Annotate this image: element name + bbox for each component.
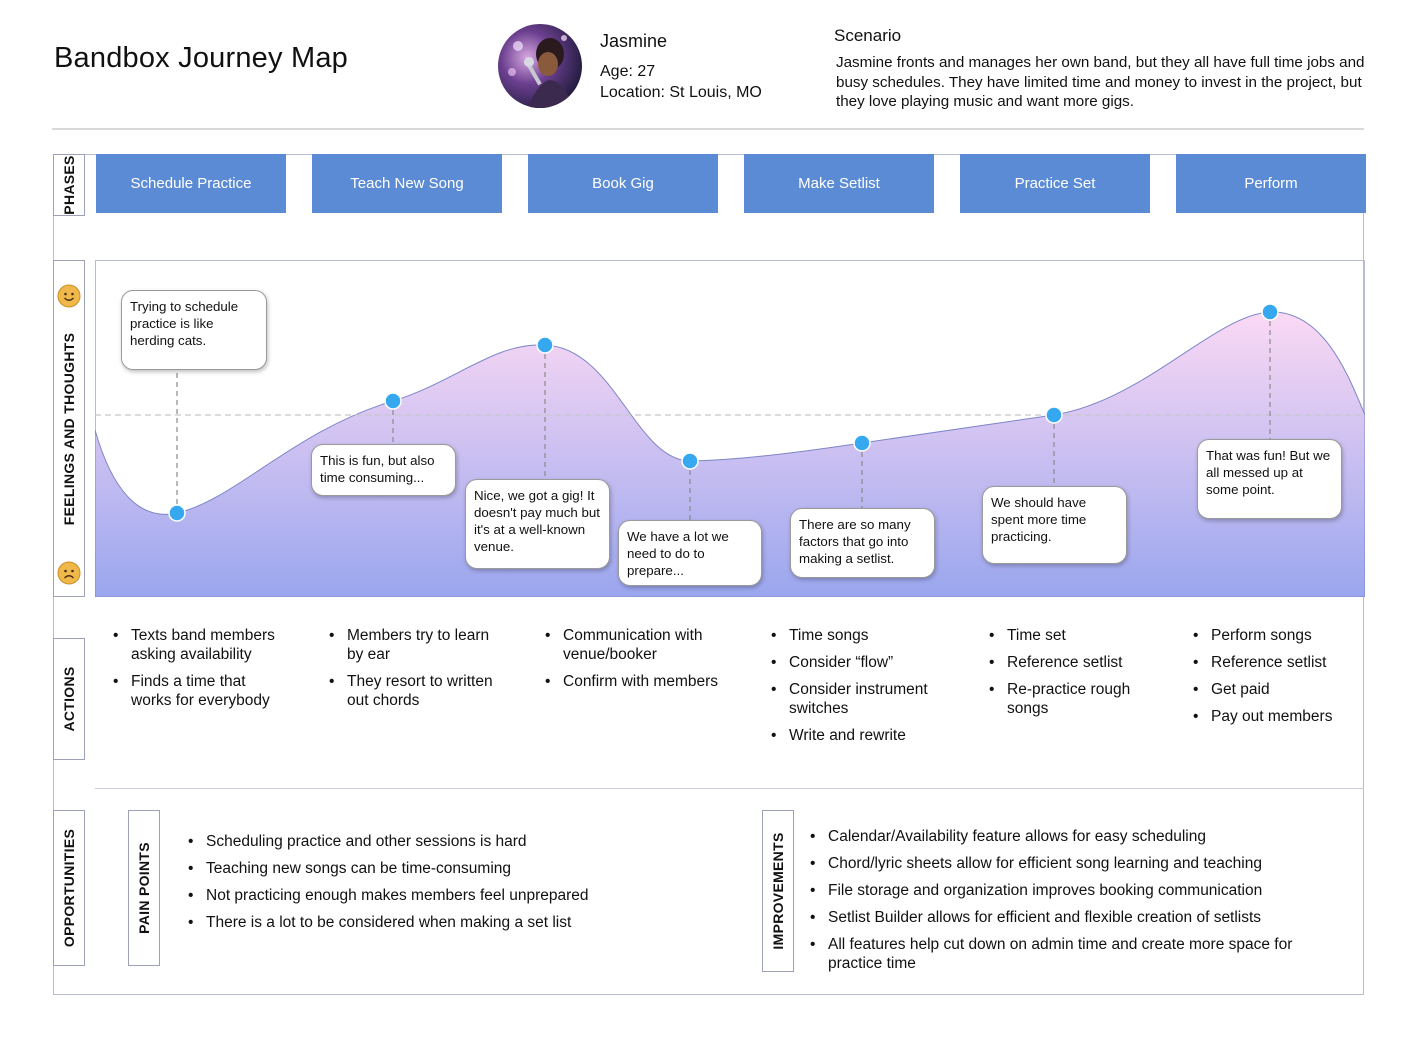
scenario-text: Jasmine fronts and manages her own band,… xyxy=(836,54,1365,110)
row-label-phases-text: PHASES xyxy=(61,155,77,215)
emotion-points xyxy=(168,303,1279,522)
sub-label-improvements-text: IMPROVEMENTS xyxy=(770,832,786,950)
persona-location: Location: St Louis, MO xyxy=(600,84,762,101)
action-item: Reference setlist xyxy=(989,653,1159,672)
action-item: Time set xyxy=(989,626,1159,645)
sub-label-pain-points-text: PAIN POINTS xyxy=(136,842,152,934)
phase-perform: Perform xyxy=(1176,154,1366,213)
phase-teach-new-song: Teach New Song xyxy=(312,154,502,213)
action-item: Time songs xyxy=(771,626,941,645)
row-label-opportunities: OPPORTUNITIES xyxy=(53,810,85,966)
action-item: Perform songs xyxy=(1193,626,1363,645)
connector-lines xyxy=(176,312,1271,522)
emotion-point-1 xyxy=(168,504,186,522)
actions-list-perform: Perform songs Reference setlist Get paid… xyxy=(1193,626,1363,734)
emotion-point-6 xyxy=(1045,406,1063,424)
actions-list-make-setlist: Time songs Consider “flow” Consider inst… xyxy=(771,626,941,753)
emotion-point-3 xyxy=(536,336,554,354)
sub-label-pain-points: PAIN POINTS xyxy=(128,810,160,966)
action-item: Communication with venue/booker xyxy=(545,626,725,664)
action-item: Reference setlist xyxy=(1193,653,1363,672)
action-item: Re-practice rough songs xyxy=(989,680,1159,718)
pain-point-item: Not practicing enough makes members feel… xyxy=(184,886,744,905)
action-item: Pay out members xyxy=(1193,707,1363,726)
row-label-feelings-text: FEELINGS AND THOUGHTS xyxy=(61,332,77,525)
smiling-face-icon xyxy=(57,284,81,308)
action-item: Consider “flow” xyxy=(771,653,941,672)
action-item: Consider instrument switches xyxy=(771,680,941,718)
thought-bubble-4: We have a lot we need to do to prepare..… xyxy=(618,520,762,586)
emotion-point-2 xyxy=(384,392,402,410)
improvement-item: Calendar/Availability feature allows for… xyxy=(806,827,1296,846)
improvement-item: Chord/lyric sheets allow for efficient s… xyxy=(806,854,1296,873)
thought-bubble-3: Nice, we got a gig! It doesn't pay much … xyxy=(465,479,610,569)
frowning-face-icon xyxy=(57,561,81,585)
row-label-actions: ACTIONS xyxy=(53,638,85,760)
phase-book-gig: Book Gig xyxy=(528,154,718,213)
pain-point-item: Scheduling practice and other sessions i… xyxy=(184,832,744,851)
pain-point-item: Teaching new songs can be time-consuming xyxy=(184,859,744,878)
thought-bubble-5: There are so many factors that go into m… xyxy=(790,508,935,578)
actions-list-practice-set: Time set Reference setlist Re-practice r… xyxy=(989,626,1159,726)
thought-bubble-6: We should have spent more time practicin… xyxy=(982,486,1127,564)
row-label-phases: PHASES xyxy=(53,154,85,216)
row-label-opportunities-text: OPPORTUNITIES xyxy=(61,828,77,948)
phase-practice-set: Practice Set xyxy=(960,154,1150,213)
actions-list-book-gig: Communication with venue/booker Confirm … xyxy=(545,626,725,699)
persona-age: Age: 27 xyxy=(600,63,656,80)
persona-avatar xyxy=(498,24,582,108)
thought-bubble-7: That was fun! But we all messed up at so… xyxy=(1197,439,1342,519)
phase-make-setlist: Make Setlist xyxy=(744,154,934,213)
page-title: Bandbox Journey Map xyxy=(54,42,348,74)
action-item: Write and rewrite xyxy=(771,726,941,745)
action-item: Members try to learn by ear xyxy=(329,626,499,664)
section-divider xyxy=(95,788,1364,789)
improvement-item: File storage and organization improves b… xyxy=(806,881,1296,900)
thought-bubble-1: Trying to schedule practice is like herd… xyxy=(121,290,267,370)
action-item: Texts band members asking availability xyxy=(113,626,283,664)
persona-name: Jasmine xyxy=(600,31,668,51)
row-label-actions-text: ACTIONS xyxy=(61,666,77,732)
header-divider xyxy=(52,128,1364,130)
pain-points-list: Scheduling practice and other sessions i… xyxy=(184,832,744,940)
actions-list-teach-new-song: Members try to learn by ear They resort … xyxy=(329,626,499,718)
actions-list-schedule-practice: Texts band members asking availability F… xyxy=(113,626,283,718)
improvement-item: All features help cut down on admin time… xyxy=(806,935,1296,973)
phase-schedule-practice: Schedule Practice xyxy=(96,154,286,213)
row-label-feelings: FEELINGS AND THOUGHTS xyxy=(53,260,85,597)
sub-label-improvements: IMPROVEMENTS xyxy=(762,810,794,972)
action-item: Get paid xyxy=(1193,680,1363,699)
improvements-list: Calendar/Availability feature allows for… xyxy=(806,827,1296,981)
pain-point-item: There is a lot to be considered when mak… xyxy=(184,913,744,932)
action-item: Finds a time that works for everybody xyxy=(113,672,283,710)
thought-bubble-2: This is fun, but also time consuming... xyxy=(311,444,456,496)
emotion-point-4 xyxy=(681,452,699,470)
improvement-item: Setlist Builder allows for efficient and… xyxy=(806,908,1296,927)
emotion-point-5 xyxy=(853,434,871,452)
action-item: They resort to written out chords xyxy=(329,672,499,710)
scenario-title: Scenario xyxy=(834,26,902,45)
emotion-point-7 xyxy=(1261,303,1279,321)
action-item: Confirm with members xyxy=(545,672,725,691)
